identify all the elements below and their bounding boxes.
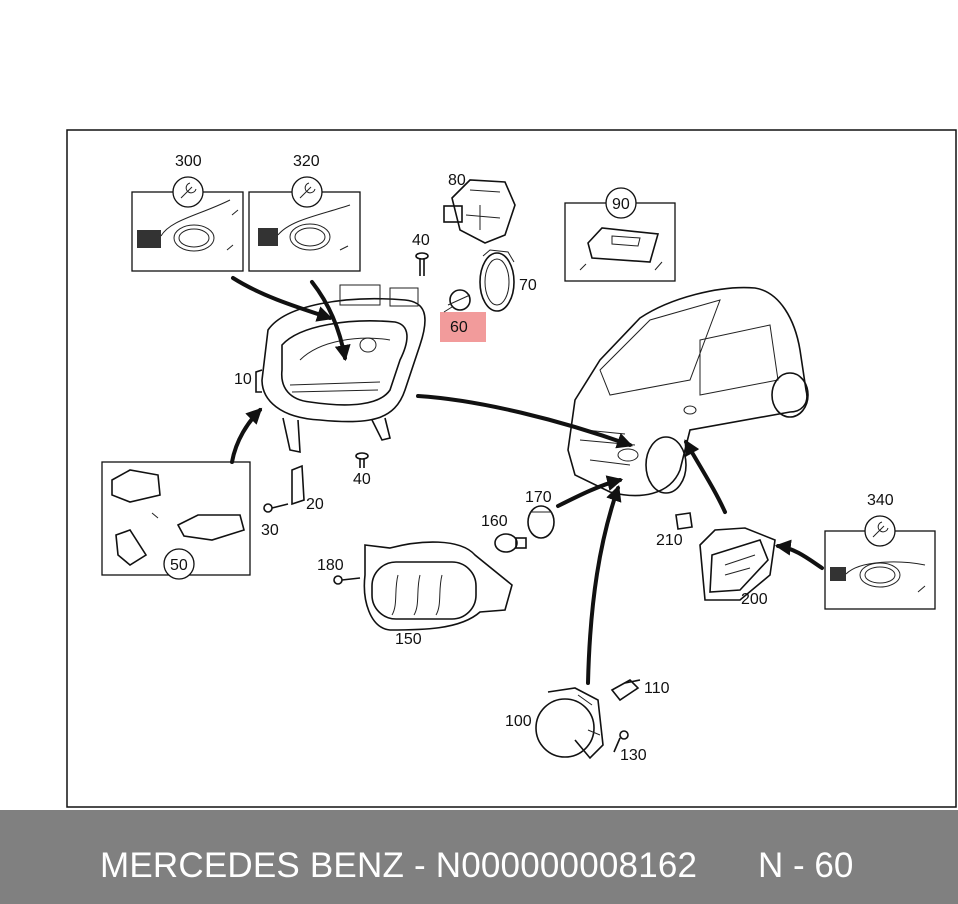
callout-50-circle (163, 548, 195, 580)
callout-300: 300 (175, 153, 202, 170)
part-320-harness-box[interactable] (248, 176, 361, 272)
part-40-screw-top[interactable] (415, 252, 429, 276)
callout-320: 320 (293, 153, 320, 170)
callout-20: 20 (306, 496, 324, 513)
part-70-seal[interactable] (479, 249, 515, 312)
part-60-bulb[interactable] (443, 289, 471, 313)
vehicle-illustration (567, 286, 809, 497)
part-20-bracket[interactable] (291, 464, 305, 506)
part-170-socket[interactable] (527, 505, 555, 539)
callout-160: 160 (481, 513, 508, 530)
callout-180: 180 (317, 557, 344, 574)
part-100-fog-lamp[interactable] (535, 687, 604, 760)
callout-80: 80 (448, 172, 466, 189)
leader-arrows (230, 276, 824, 685)
part-180-screw[interactable] (333, 575, 361, 585)
part-130-screw[interactable] (613, 730, 629, 753)
callout-150: 150 (395, 631, 422, 648)
callout-90: 90 (612, 196, 630, 213)
part-300-harness-box[interactable] (131, 176, 244, 272)
callout-100: 100 (505, 713, 532, 730)
callout-200: 200 (741, 591, 768, 608)
callout-30: 30 (261, 522, 279, 539)
highlight-60 (440, 312, 486, 342)
callout-340: 340 (867, 492, 894, 509)
callout-40-bottom: 40 (353, 471, 371, 488)
part-90-control-unit-box[interactable] (564, 187, 676, 282)
callout-130: 130 (620, 747, 647, 764)
footer-part-number: MERCEDES BENZ - N000000008162 (100, 846, 698, 885)
part-210-bulb[interactable] (675, 512, 693, 530)
part-40-screw-bottom[interactable] (355, 452, 369, 468)
part-150-side-lamp[interactable] (363, 541, 513, 631)
footer-bar: MERCEDES BENZ - N000000008162 N - 60 (0, 810, 958, 904)
part-30-screw[interactable] (263, 503, 289, 513)
callout-40-top: 40 (412, 232, 430, 249)
callout-60[interactable]: 60 (450, 319, 468, 336)
part-80-actuator[interactable] (443, 179, 516, 244)
part-340-harness-box[interactable] (824, 515, 936, 610)
callout-50: 50 (170, 557, 188, 574)
diagram-frame (66, 129, 957, 808)
callout-110: 110 (644, 680, 670, 697)
callout-170: 170 (525, 489, 552, 506)
callout-70: 70 (519, 277, 537, 294)
footer-callout-code: N - 60 (758, 846, 854, 885)
part-200-indicator-lamp[interactable] (699, 527, 776, 601)
callout-210: 210 (656, 532, 683, 549)
part-160-bulb[interactable] (494, 533, 527, 553)
part-110-holder[interactable] (610, 679, 641, 702)
callout-10: 10 (234, 371, 252, 388)
part-10-headlamp[interactable] (255, 284, 426, 453)
